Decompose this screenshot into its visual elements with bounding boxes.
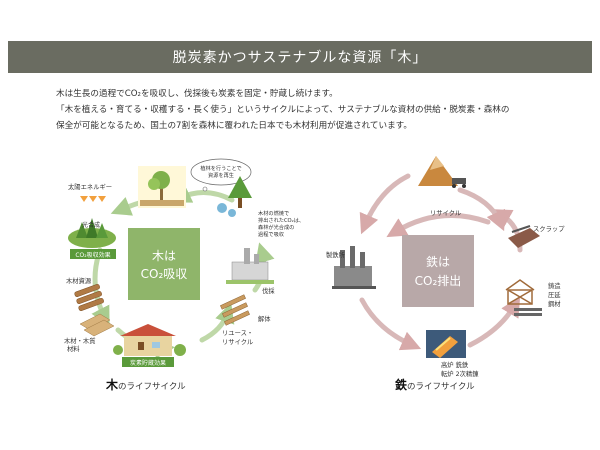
bubble-line2: 資源を再生 <box>208 171 234 179</box>
felling-label: 伐採 <box>262 286 275 295</box>
solar-energy-label: 太陽エネルギー <box>68 182 112 191</box>
steelworks-label: 製鉄所 <box>326 250 346 259</box>
logs-illustration <box>74 283 104 311</box>
dismantled-wood-illustration <box>220 294 250 326</box>
reuse-line1: リユース・ <box>222 329 253 337</box>
iron-caption-small: のライフサイクル <box>407 382 475 392</box>
forest-illustration <box>68 218 116 248</box>
furnace-line2: 転炉 2次精錬 <box>441 369 479 378</box>
sun-rays-icon <box>80 196 106 202</box>
steel-frame-illustration <box>505 279 535 305</box>
dismantle-label: 解体 <box>258 314 271 323</box>
emission-line4: 過程で吸収 <box>258 230 285 238</box>
carbon-storage-badge-text: 炭素貯蔵効果 <box>130 359 166 367</box>
iron-center-line2: CO₂排出 <box>415 274 462 288</box>
casting-line1: 鋳造 <box>548 281 561 290</box>
page-header: 脱炭素かつサステナブルな資源「木」 <box>8 41 592 73</box>
iron-center-line1: 鉄は <box>426 254 450 269</box>
casting-line3: 鋼材 <box>548 299 561 308</box>
lumber-line2: 材料 <box>67 344 80 353</box>
carbon-storage-badge <box>122 357 174 367</box>
wood-center-line1: 木は <box>152 249 176 263</box>
bubble-line1: 植林を行うことで <box>200 164 241 172</box>
house-illustration <box>113 324 186 356</box>
young-tree-illustration <box>138 166 186 208</box>
photosynthesis-label: 光合成 <box>82 221 100 229</box>
emission-line1: 木材の燃焼で <box>258 209 289 217</box>
intro-line-1: 木は生長の過程でCO₂を吸収し、伐採後も炭素を固定・貯蔵し続けます。 <box>56 89 338 99</box>
steelworks-illustration <box>332 246 376 289</box>
iron-caption-big: 鉄 <box>395 377 407 392</box>
scrap-label: スクラップ <box>533 225 565 233</box>
lumber-illustration <box>79 313 115 337</box>
furnace-line1: 高炉 銑鉄 <box>441 360 469 369</box>
iron-cycle: 鉄は CO₂排出 リサイクル スクラップ 製鉄所 <box>326 156 565 392</box>
page-title: 脱炭素かつサステナブルな資源「木」 <box>172 50 428 66</box>
wood-center-box <box>128 228 200 300</box>
wood-caption-big: 木 <box>105 377 119 392</box>
recycle-label: リサイクル <box>430 209 461 217</box>
replant-bubble: 植林を行うことで 資源を再生 <box>190 158 252 192</box>
lumber-line1: 木材・木質 <box>64 336 95 345</box>
wood-caption-small: のライフサイクル <box>118 382 186 392</box>
casting-line2: 圧延 <box>548 290 561 299</box>
intro-text: 木は生長の過程でCO₂を吸収し、伐採後も炭素を固定・貯蔵し続けます。 「木を植え… <box>56 86 556 134</box>
wood-center-line2: CO₂吸収 <box>141 267 188 281</box>
iron-center-box <box>402 235 474 307</box>
timber-resource-label: 木材資源 <box>66 276 92 285</box>
reuse-line2: リサイクル <box>222 338 253 346</box>
co2-absorb-badge <box>70 249 116 259</box>
emission-line3: 森林が光合成の <box>258 223 294 231</box>
co2-tree-illustration <box>217 176 252 217</box>
emission-line2: 排出されたCO₂は、 <box>258 216 304 224</box>
iron-caption: 鉄のライフサイクル <box>395 377 475 392</box>
mine-illustration <box>418 156 466 188</box>
wood-cycle: 木は CO₂吸収 植林を行うことで 資源を再生 太陽エネルギー <box>64 158 304 392</box>
co2-absorb-badge-text: CO₂吸収効果 <box>75 251 110 259</box>
scrap-illustration <box>508 225 540 248</box>
intro-line-2: 「木を植える・育てる・収穫する・長く使う」というサイクルによって、サステナブルな… <box>56 105 510 115</box>
steel-beams-illustration <box>514 308 542 316</box>
intro-line-3: 保全が可能となるため、国土の7割を森林に覆われた日本でも木材利用が促進されていま… <box>56 121 413 131</box>
factory-illustration <box>226 248 274 284</box>
wood-caption: 木のライフサイクル <box>105 377 186 392</box>
furnace-illustration <box>426 330 466 358</box>
